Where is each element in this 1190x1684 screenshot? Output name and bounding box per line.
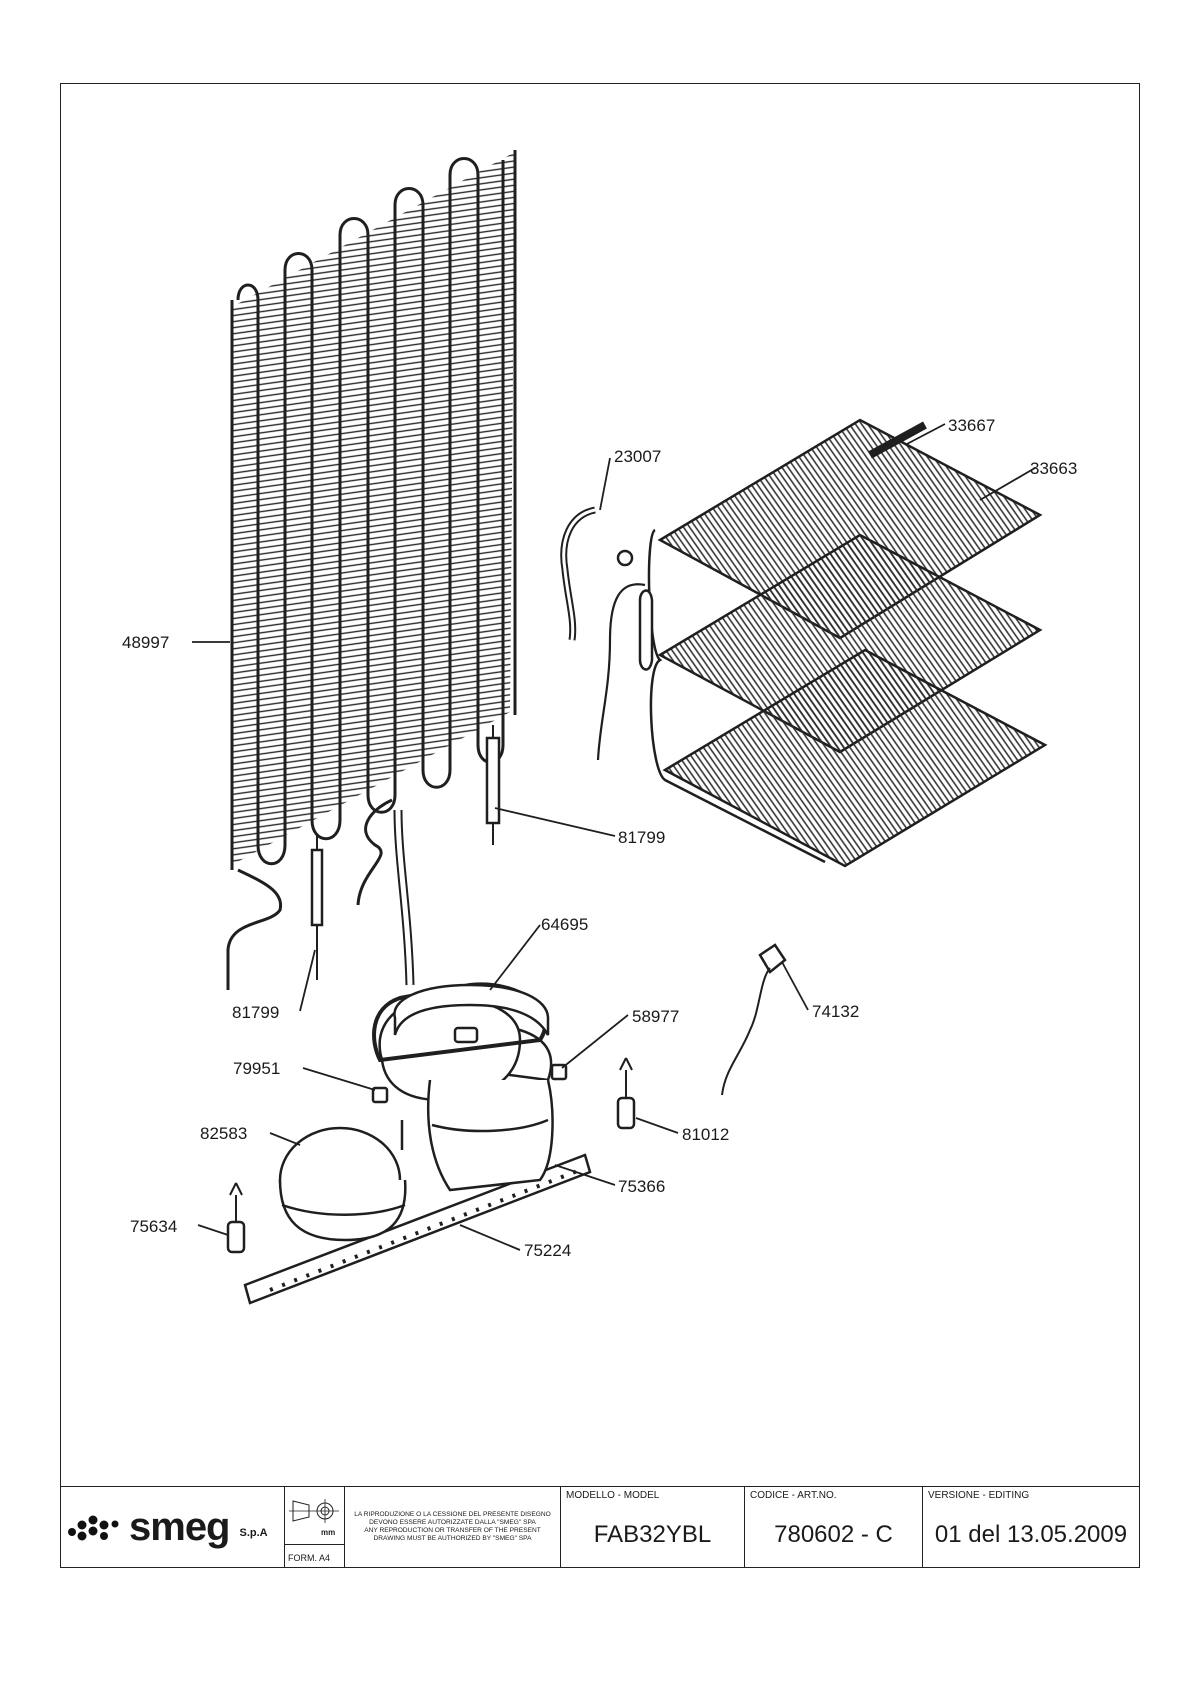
leader-lines	[192, 423, 1036, 1251]
part-label-64695: 64695	[541, 915, 588, 934]
part-label-81012: 81012	[682, 1125, 729, 1144]
part-label-48997: 48997	[122, 633, 169, 652]
brand-suffix: S.p.A	[239, 1527, 268, 1539]
code-cell: CODICE - ART.NO. 780602 - C	[745, 1487, 923, 1567]
part-label-82583: 82583	[200, 1124, 247, 1143]
part-label-33667: 33667	[948, 416, 995, 435]
legal-notice-it: LA RIPRODUZIONE O LA CESSIONE DEL PRESEN…	[354, 1510, 551, 1526]
small-parts-drawing	[226, 943, 787, 1254]
legal-notice: LA RIPRODUZIONE O LA CESSIONE DEL PRESEN…	[345, 1487, 561, 1567]
format-cell: mm FORM. A4	[285, 1487, 345, 1567]
format-label: FORM. A4	[288, 1553, 331, 1563]
compressor-drawing	[243, 982, 592, 1305]
part-label-23007: 23007	[614, 447, 661, 466]
part-label-74132: 74132	[812, 1002, 859, 1021]
version-cell: VERSIONE - EDITING 01 del 13.05.2009	[923, 1487, 1139, 1567]
model-cell: MODELLO - MODEL FAB32YBL	[561, 1487, 745, 1567]
brand-logo-cell: smeg S.p.A	[61, 1487, 285, 1567]
part-number-labels: 48997 23007 33667 33663 81799 81799 6469…	[122, 416, 1077, 1260]
projection-symbol: mm	[285, 1487, 344, 1545]
part-label-75224: 75224	[524, 1241, 571, 1260]
version-header: VERSIONE - EDITING	[928, 1490, 1030, 1501]
evaporator-drawing	[560, 418, 1048, 868]
title-block: smeg S.p.A mm FORM. A4 LA RIPRODUZIONE O…	[61, 1486, 1139, 1567]
code-value: 780602 - C	[774, 1521, 893, 1548]
part-label-81799-left: 81799	[232, 1003, 279, 1022]
part-label-75634: 75634	[130, 1217, 177, 1236]
code-header: CODICE - ART.NO.	[750, 1490, 837, 1501]
legal-notice-en: ANY REPRODUCTION OR TRANSFER OF THE PRES…	[364, 1527, 541, 1543]
brand-dots-icon	[68, 1515, 119, 1541]
unit-symbol: mm	[321, 1528, 335, 1537]
condenser-drawing	[226, 150, 517, 990]
part-label-75366: 75366	[618, 1177, 665, 1196]
part-label-58977: 58977	[632, 1007, 679, 1026]
projection-symbol-icon: mm	[289, 1499, 339, 1537]
part-label-81799-right: 81799	[618, 828, 665, 847]
part-label-33663: 33663	[1030, 459, 1077, 478]
brand-name: smeg	[129, 1504, 230, 1549]
version-value: 01 del 13.05.2009	[934, 1521, 1128, 1548]
model-value: FAB32YBL	[593, 1521, 712, 1548]
drawing-sheet-border: smeg S.p.A mm FORM. A4 LA RIPRODUZIONE O…	[60, 83, 1140, 1568]
model-header: MODELLO - MODEL	[566, 1490, 660, 1501]
part-label-79951: 79951	[233, 1059, 280, 1078]
